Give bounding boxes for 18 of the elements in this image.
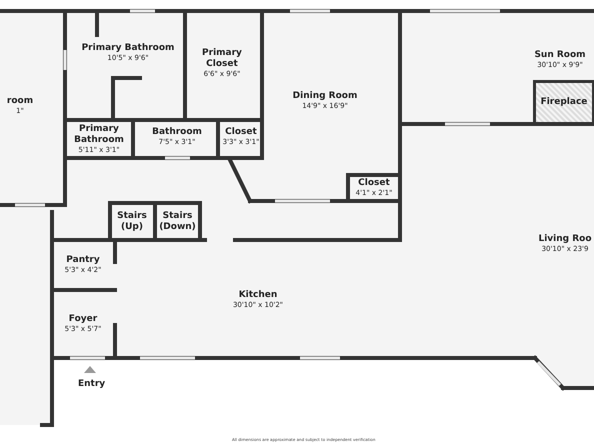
room-name: room <box>6 96 34 107</box>
entry-label: Entry <box>78 379 106 389</box>
room-name: Foyer <box>68 314 98 325</box>
room-name: Primary Bathroom <box>82 43 174 54</box>
room-name: Stairs (Up) <box>116 211 148 233</box>
fireplace <box>533 80 594 125</box>
room-name: Primary Bathroom <box>73 124 125 146</box>
room-name: Kitchen <box>238 290 278 301</box>
room-name: Bathroom <box>152 127 202 138</box>
room-name: Sun Room <box>534 50 586 61</box>
room-name: Stairs (Down) <box>158 211 197 233</box>
room-name: Pantry <box>66 255 100 266</box>
room-name: Dining Room <box>292 91 358 102</box>
room-name: Closet <box>358 178 390 189</box>
room-name: Primary Closet <box>201 48 243 70</box>
room-name: Closet <box>225 127 257 138</box>
room-name: Fireplace <box>540 97 588 108</box>
room-name: Living Roo <box>538 234 592 245</box>
